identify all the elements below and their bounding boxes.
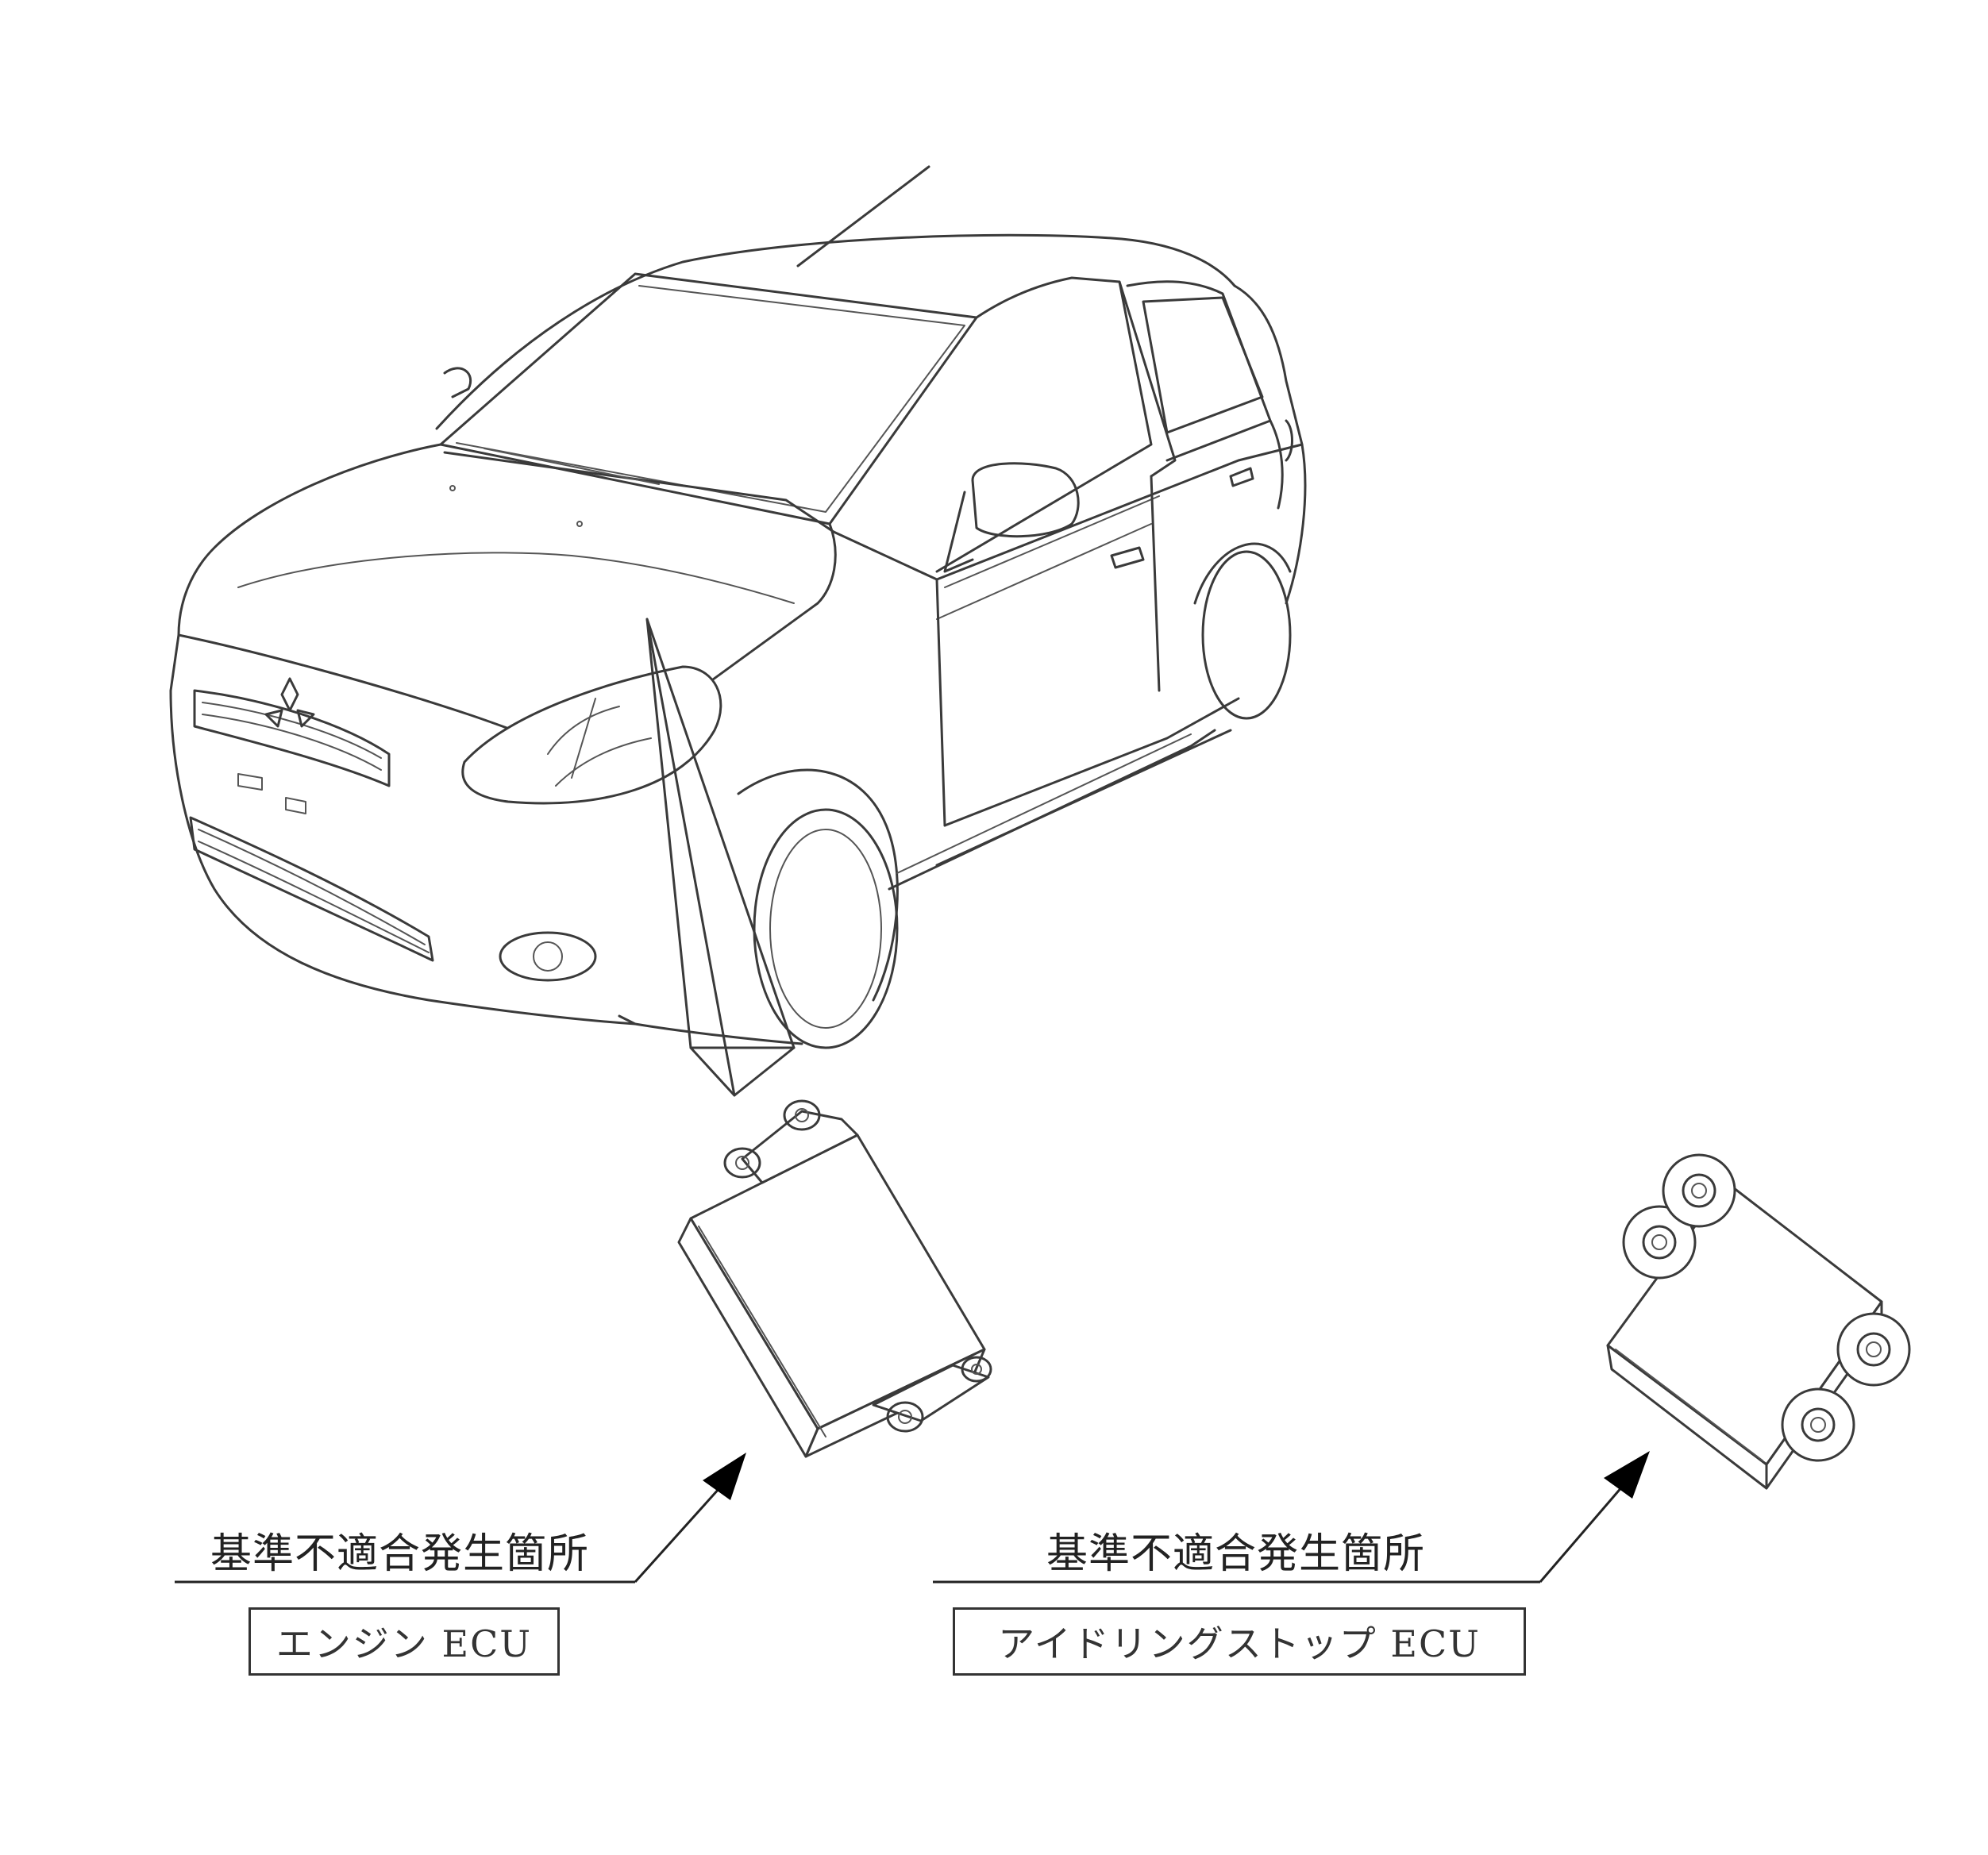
car-illustration: [169, 165, 1307, 1049]
mount-ear: [1781, 1387, 1855, 1462]
headlight: [461, 665, 722, 805]
wiper: [443, 451, 835, 533]
windshield: [439, 272, 978, 525]
car-roof: [435, 233, 1236, 430]
engine-ecu-pointer: [645, 618, 796, 1097]
engine-ecu-caption: 基準不適合発生箇所: [210, 1530, 590, 1578]
mount-ear: [1662, 1153, 1736, 1228]
engine-ecu-illustration: [677, 1099, 992, 1458]
idling-stop-ecu-caption: 基準不適合発生箇所: [1046, 1530, 1426, 1578]
mount-ear: [1622, 1205, 1697, 1280]
idling-stop-ecu-leader: [933, 1451, 1650, 1584]
engine-ecu-leader: [175, 1453, 746, 1584]
rear-wheel: [1201, 550, 1292, 720]
arrowhead: [703, 1453, 746, 1500]
mount-ear: [1836, 1312, 1911, 1387]
idling-stop-ecu-label: アイドリングストップ ECU: [953, 1607, 1526, 1676]
engine-ecu-label: エンジン ECU: [248, 1607, 560, 1676]
brand-emblem: [264, 677, 315, 728]
front-bumper: [169, 633, 637, 1026]
hood: [177, 443, 442, 637]
front-wheel: [753, 808, 899, 1049]
side-mirror: [971, 462, 1080, 538]
idling-stop-ecu-illustration: [1606, 1153, 1911, 1490]
arrowhead: [1604, 1451, 1650, 1499]
antenna: [796, 165, 930, 267]
fog-light: [499, 931, 597, 982]
